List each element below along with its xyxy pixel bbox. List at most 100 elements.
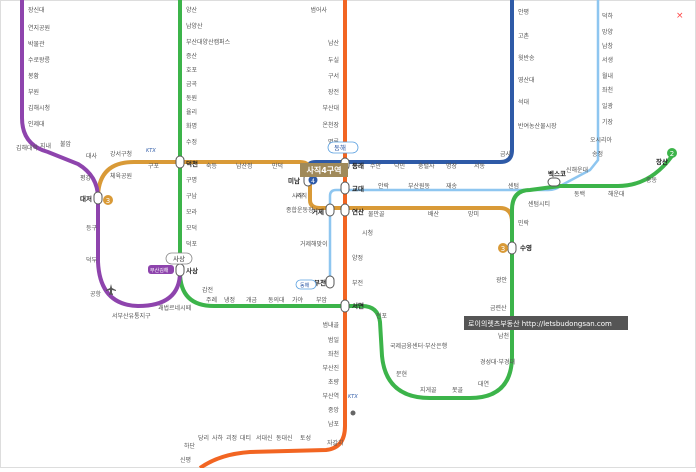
- station-label: 물만골: [368, 210, 385, 218]
- station-label: 봉황: [28, 72, 40, 80]
- donghae-line: [328, 0, 600, 280]
- station-label: 재송: [446, 182, 458, 190]
- station-label: 사직: [296, 192, 307, 200]
- station-label: 공항: [90, 290, 102, 298]
- station-label: 수로왕릉: [28, 56, 51, 64]
- station-label: 율리: [186, 108, 197, 116]
- airplane-icon: [106, 284, 116, 295]
- station-label: 경성대·부경대: [480, 358, 515, 366]
- transfer-marker-geoje[interactable]: [325, 203, 335, 217]
- transfer-marker-yeonsan[interactable]: [340, 203, 350, 217]
- transfer-label: 동래: [352, 161, 364, 170]
- station-label: 동의대: [268, 296, 285, 304]
- station-label: 부암: [316, 296, 328, 304]
- transfer-marker-daejeo[interactable]: [93, 191, 103, 205]
- station-label: 해운대: [608, 190, 625, 198]
- station-label: 주례: [206, 296, 217, 304]
- station-label: 인제대: [28, 120, 45, 128]
- station-label: 안평: [518, 8, 529, 16]
- station-label: 기장: [602, 118, 614, 126]
- station-label: 구명: [186, 176, 197, 184]
- station-label: 남양산: [186, 22, 203, 30]
- station-label: 덕포: [186, 241, 198, 248]
- transfer-marker-gyodae[interactable]: [340, 181, 350, 195]
- bujeon-bubble[interactable]: [295, 279, 317, 290]
- station-label: 지내: [40, 142, 51, 150]
- station-label: 종합운동장: [286, 206, 314, 214]
- station-label: 문현: [396, 370, 407, 378]
- ktx-badge-busan: KTX: [348, 394, 358, 400]
- transfer-label: 사직: [292, 192, 303, 200]
- station-label: 남포: [328, 420, 340, 428]
- station-label: 구남: [186, 192, 198, 200]
- station-label: 중동: [646, 177, 658, 184]
- station-label: 안락: [378, 182, 390, 190]
- station-label: 부산원동: [408, 182, 431, 190]
- station-label: 양정: [352, 254, 363, 262]
- station-label: 하단: [184, 442, 196, 450]
- station-label: 부산진: [322, 364, 339, 372]
- transfer-marker-suyeong[interactable]: [507, 241, 517, 255]
- station-label: 호포: [186, 67, 198, 74]
- station-label: 시청: [362, 230, 373, 237]
- station-label: 평강: [80, 174, 92, 182]
- watermark-text: 로이의렛츠부동산 http://letsbudongsan.com: [468, 319, 612, 328]
- station-label: 윗반송: [518, 54, 535, 62]
- station-label: 박물관: [28, 40, 45, 48]
- transfer-label: 미남: [288, 176, 300, 185]
- station-label: 센텀시티: [528, 200, 550, 208]
- transfer-label: 서면: [352, 301, 364, 310]
- station-label: 체육공원: [110, 172, 132, 180]
- transfer-marker-deokcheon[interactable]: [175, 155, 185, 169]
- station-label: 석대: [518, 98, 529, 106]
- station-label: 전포: [376, 312, 388, 320]
- line-4-badge-text: 4: [311, 178, 315, 185]
- station-label: 신해운대: [566, 166, 588, 174]
- line-3-badge-east-text: 3: [501, 245, 505, 253]
- line-2-badge-text: 2: [670, 150, 674, 158]
- station-label: 사하: [212, 434, 224, 442]
- donghae-bubble[interactable]: [327, 141, 359, 154]
- station-label: 부전: [352, 279, 363, 287]
- station-label: 자갈치: [327, 439, 344, 447]
- transfer-label: 수영: [520, 243, 532, 252]
- station-label: 양산: [186, 6, 198, 14]
- station-label: 증산: [186, 52, 198, 60]
- transfer-label: 덕천: [186, 159, 198, 168]
- station-label: 화명: [186, 122, 197, 130]
- transfer-marker-beksco[interactable]: [547, 177, 561, 187]
- station-label: 부산역: [322, 392, 339, 400]
- transfer-marker-bujeon[interactable]: [325, 275, 335, 289]
- station-label: 괘법르네시떼: [158, 304, 191, 312]
- bgl-badge-text: 부산김해: [150, 267, 169, 274]
- sasang-bubble[interactable]: [165, 252, 193, 265]
- watermark-banner: [464, 316, 628, 330]
- station-label: 송정: [592, 150, 603, 158]
- station-label: 연지공원: [28, 24, 50, 32]
- station-label: 금련산: [490, 304, 507, 312]
- bujeon-bubble-text: 동해: [300, 282, 310, 289]
- station-label: 배산: [428, 210, 440, 218]
- station-label: 온천장: [322, 121, 339, 129]
- transfer-label: 사상: [186, 266, 198, 275]
- line2: [178, 0, 674, 400]
- station-label: 남창: [602, 42, 614, 50]
- station-label: 냉정: [224, 296, 235, 304]
- station-label: 월내: [602, 72, 613, 80]
- close-icon[interactable]: ×: [676, 11, 684, 21]
- station-label: 가야: [292, 296, 304, 304]
- station-label: 서동: [474, 162, 486, 170]
- station-label: 모덕: [186, 225, 197, 232]
- transfer-marker-seomyeon[interactable]: [340, 299, 350, 313]
- station-label: 지게골: [420, 386, 437, 394]
- station-label: 범일: [328, 336, 339, 344]
- station-label: 광안: [496, 276, 508, 284]
- transfer-marker-sasang[interactable]: [175, 263, 185, 277]
- station-label: 동대신: [276, 434, 293, 442]
- station-label: 명장: [446, 162, 458, 170]
- station-label: 덕두: [86, 257, 98, 264]
- station-label: 오시리아: [590, 136, 613, 144]
- station-label: 대티: [240, 434, 251, 442]
- station-label: 신평: [180, 456, 191, 464]
- transfer-label: 벡스코: [548, 169, 566, 178]
